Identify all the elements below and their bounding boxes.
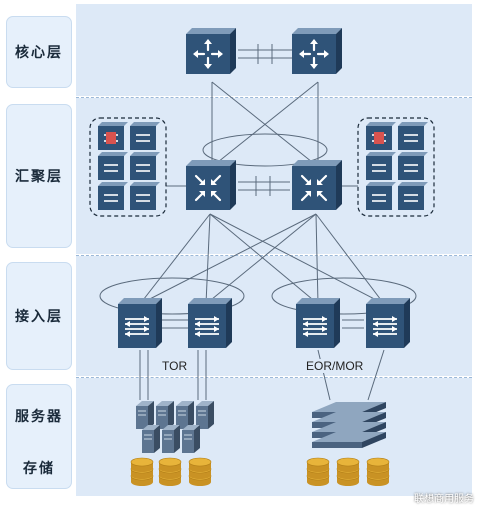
service-module-icon (398, 122, 428, 150)
servers (136, 401, 386, 453)
separator (76, 255, 472, 256)
service-module-icon (130, 182, 160, 210)
aggregation-layer-label: 汇聚层 (6, 104, 72, 248)
service-module-icon (366, 182, 396, 210)
rack-server-icon (312, 432, 386, 448)
disk-stack-icon (366, 457, 390, 486)
servers-layer-label: 服务器 (6, 384, 72, 448)
core-switch-right (292, 28, 342, 74)
tower-server-icon (176, 401, 194, 429)
eor-mor-label: EOR/MOR (304, 359, 366, 373)
tor-label: TOR (160, 359, 190, 373)
service-module-icon (130, 152, 160, 180)
access-switch-tor-right (188, 298, 232, 348)
service-module-icon (130, 122, 160, 150)
tower-server-icon (142, 425, 160, 453)
rack-server-icon (312, 422, 386, 438)
aggregation-switch-left (186, 160, 236, 210)
tower-server-icon (156, 401, 174, 429)
separator (76, 377, 472, 378)
disk-stack-icon (130, 457, 154, 486)
devices (118, 28, 410, 348)
disk-stack-icon (336, 457, 360, 486)
tower-server-icon (182, 425, 200, 453)
service-module-icon (398, 182, 428, 210)
access-switch-tor-left (118, 298, 162, 348)
links (99, 44, 417, 401)
service-module-icon (98, 152, 128, 180)
tower-server-icon (162, 425, 180, 453)
core-switch-left (186, 28, 236, 74)
watermark: 联想商用服务 (414, 494, 474, 505)
service-module-icon (98, 182, 128, 210)
aggregation-switch-right (292, 160, 342, 210)
right-service-module-group (357, 117, 435, 217)
storage (130, 457, 390, 486)
service-module-icon (398, 152, 428, 180)
disk-stack-icon (158, 457, 182, 486)
separator (76, 97, 472, 98)
left-service-module-group (89, 117, 167, 217)
tower-server-icon (136, 401, 154, 429)
service-module-icon (98, 122, 128, 150)
service-module-icon (366, 152, 396, 180)
access-switch-eor-left (296, 298, 340, 348)
tower-server-icon (196, 401, 214, 429)
access-layer-label: 接入层 (6, 262, 72, 370)
service-modules (98, 122, 428, 210)
core-layer-label: 核心层 (6, 16, 72, 88)
disk-stack-icon (188, 457, 212, 486)
disk-stack-icon (306, 457, 330, 486)
service-module-icon (366, 122, 396, 150)
storage-layer-label: 存储 (6, 447, 72, 489)
access-switch-eor-right (366, 298, 410, 348)
